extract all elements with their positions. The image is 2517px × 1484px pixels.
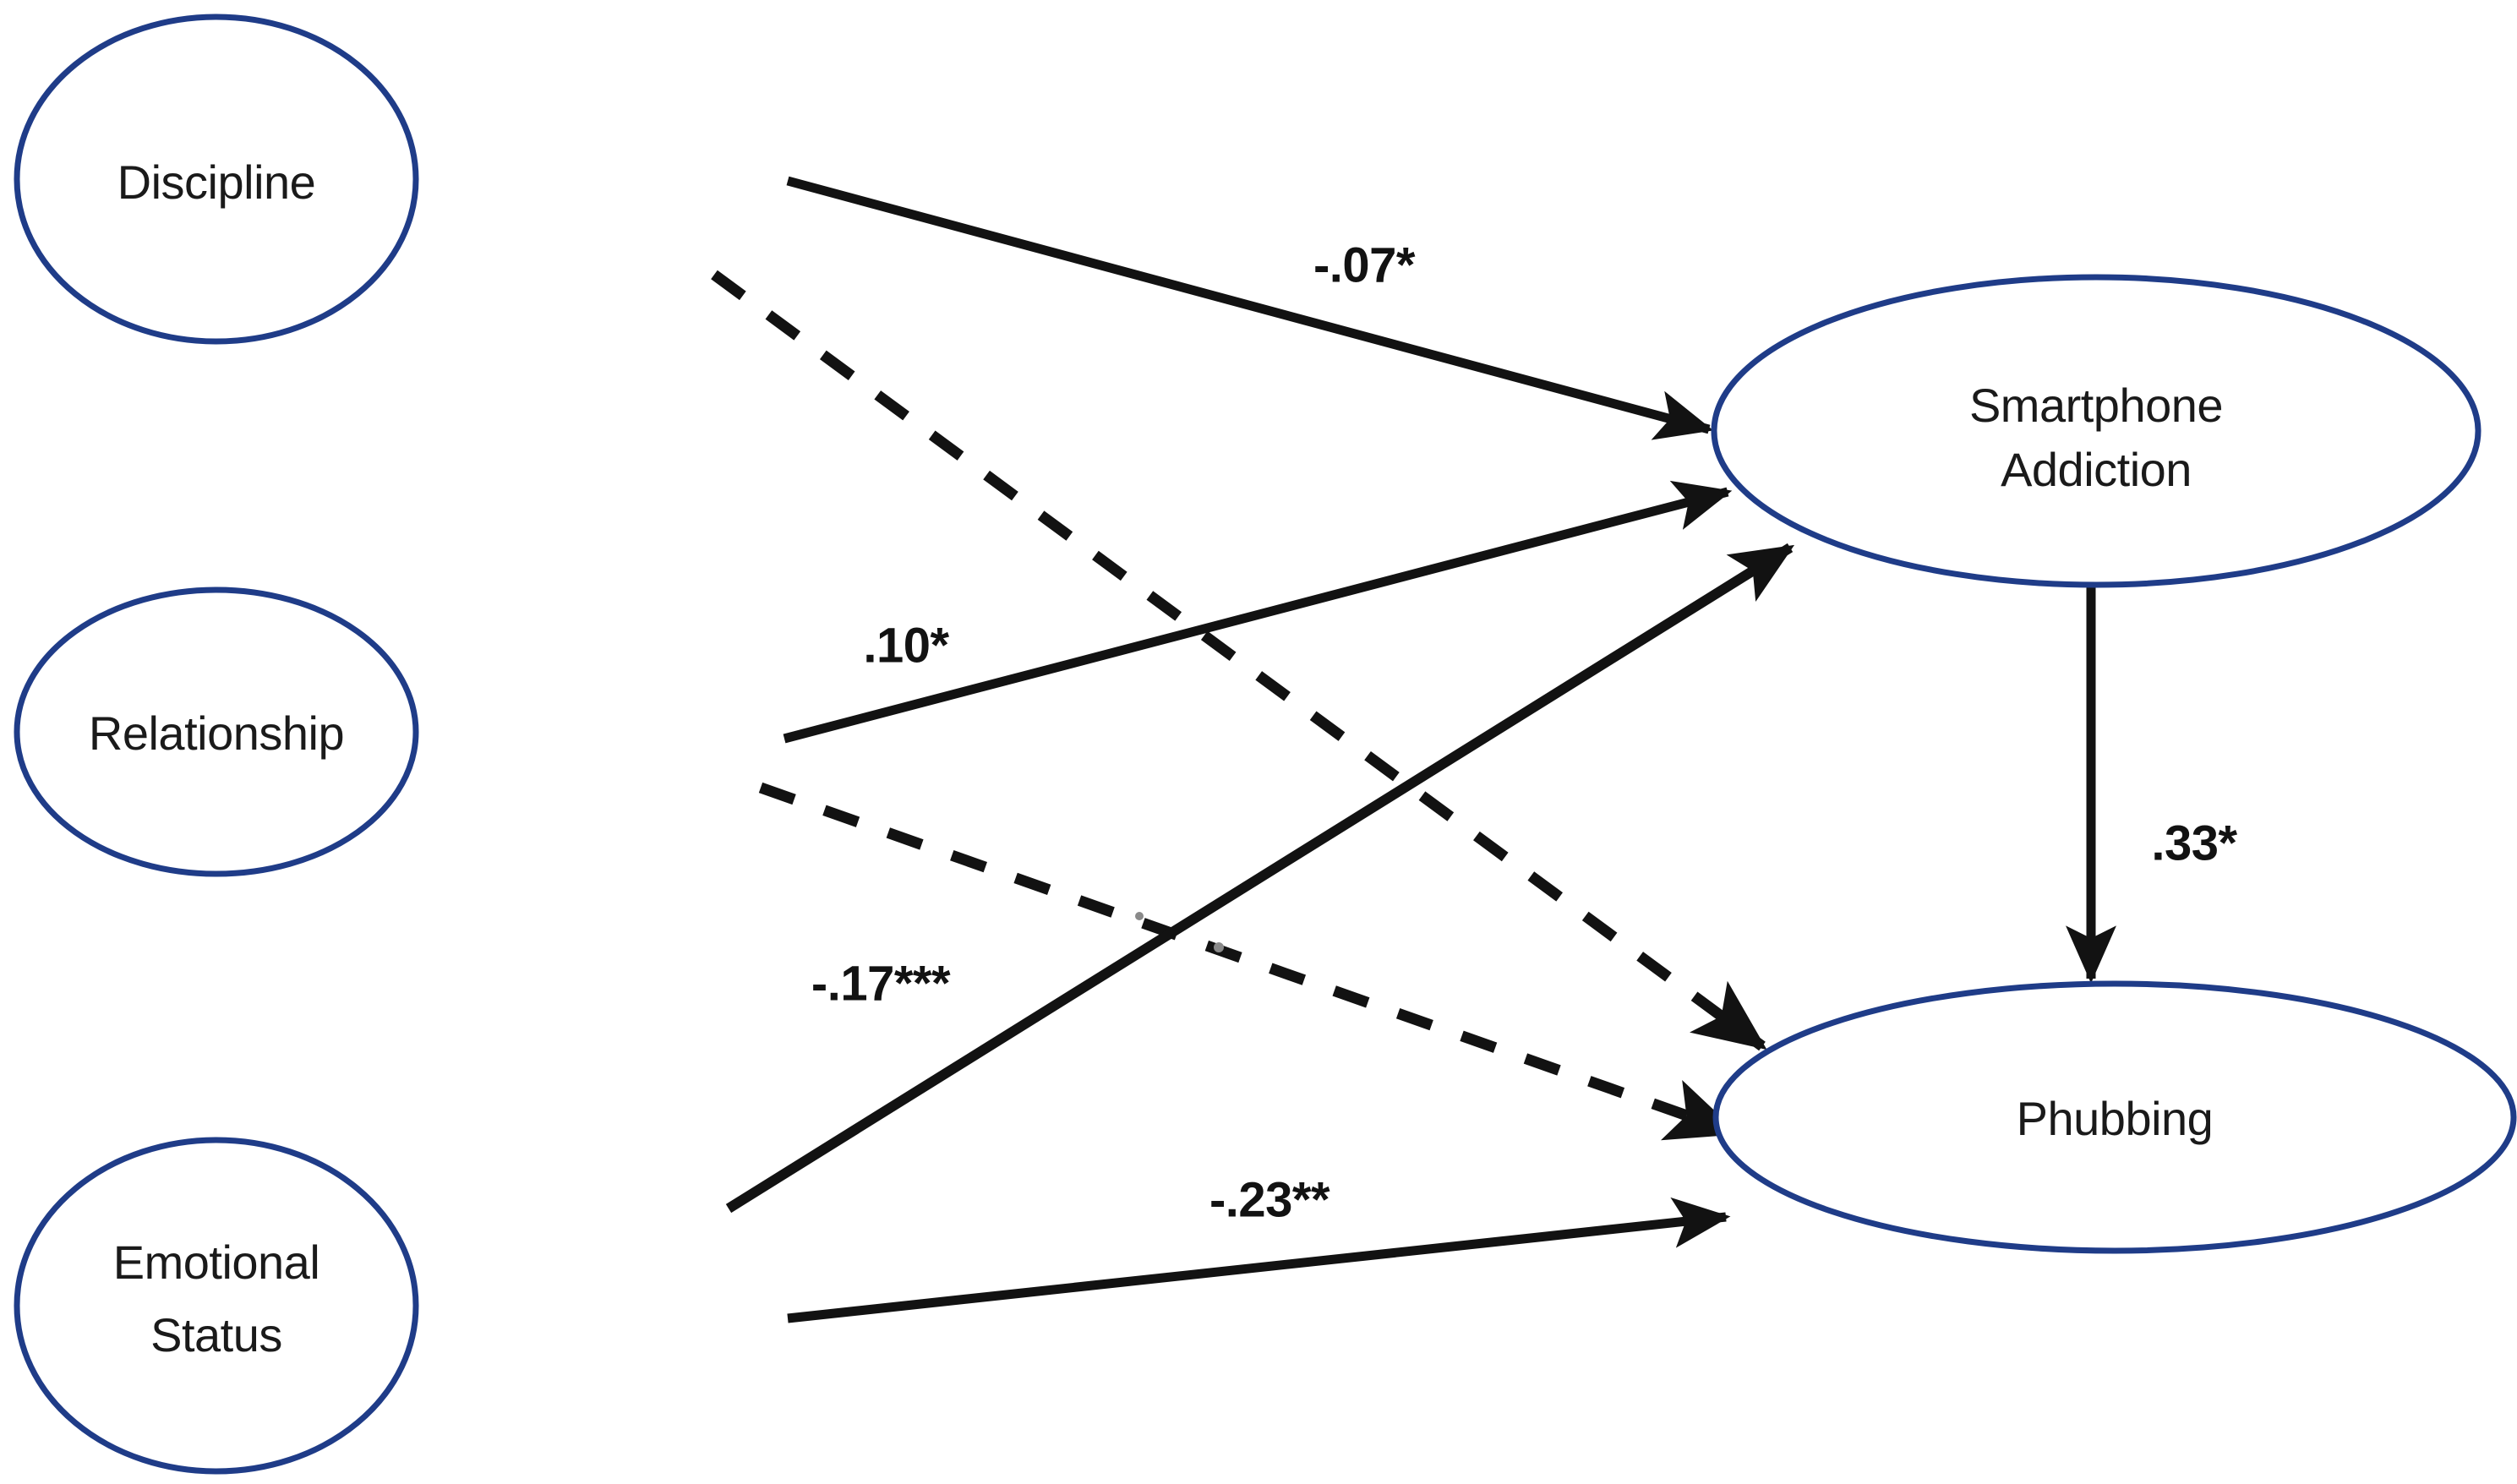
node-label-smartphone-addiction-line1: Smartphone xyxy=(1969,379,2223,432)
node-label-relationship: Relationship xyxy=(89,707,344,760)
edge-label-emotional-smartphone: -.17*** xyxy=(811,956,951,1011)
edge-label-relationship-smartphone: .10* xyxy=(863,618,949,673)
node-label-emotional-status-line1: Emotional xyxy=(113,1236,320,1289)
edge-label-discipline-smartphone: -.07* xyxy=(1313,237,1416,292)
node-ellipse-relationship[interactable] xyxy=(14,587,419,877)
edge-line-relationship-smartphone xyxy=(783,480,1733,744)
node-smartphone-addiction[interactable]: Smartphone Addiction xyxy=(1711,274,2482,588)
edge-line-discipline-phubbing xyxy=(711,270,1767,1051)
node-ellipse-smartphone-addiction[interactable] xyxy=(1711,274,2482,588)
node-phubbing[interactable]: Phubbing xyxy=(1712,980,2517,1254)
node-label-smartphone-addiction-line2: Addiction xyxy=(2001,443,2192,496)
edge-label-smartphone-phubbing: .33* xyxy=(2151,816,2237,870)
node-emotional-status[interactable]: Emotional Status xyxy=(14,1137,419,1475)
edge-label-emotional-phubbing: -.23** xyxy=(1209,1172,1330,1227)
node-label-discipline: Discipline xyxy=(117,155,316,209)
node-relationship[interactable]: Relationship xyxy=(14,587,419,877)
edge-emotional-to-smartphone: -.17*** xyxy=(725,543,1795,1214)
node-label-emotional-status-line2: Status xyxy=(150,1308,282,1361)
node-ellipse-emotional-status[interactable] xyxy=(14,1137,419,1475)
scan-artifact-dot xyxy=(1135,912,1144,920)
edge-discipline-to-phubbing xyxy=(711,270,1767,1051)
node-ellipse-phubbing[interactable] xyxy=(1712,980,2517,1254)
edge-emotional-to-phubbing: -.23** xyxy=(787,1172,1731,1323)
edge-line-emotional-smartphone xyxy=(725,543,1795,1214)
edge-line-emotional-phubbing xyxy=(787,1197,1731,1323)
edge-line-discipline-smartphone xyxy=(786,176,1714,440)
node-label-phubbing: Phubbing xyxy=(2017,1092,2214,1145)
edge-smartphone-to-phubbing: .33* xyxy=(2065,587,2238,984)
node-ellipse-discipline[interactable] xyxy=(14,14,419,345)
node-discipline[interactable]: Discipline xyxy=(14,14,419,345)
edge-relationship-to-smartphone: .10* xyxy=(783,480,1733,744)
scan-artifact-dot xyxy=(1214,942,1224,952)
edge-discipline-to-smartphone: -.07* xyxy=(786,176,1714,440)
